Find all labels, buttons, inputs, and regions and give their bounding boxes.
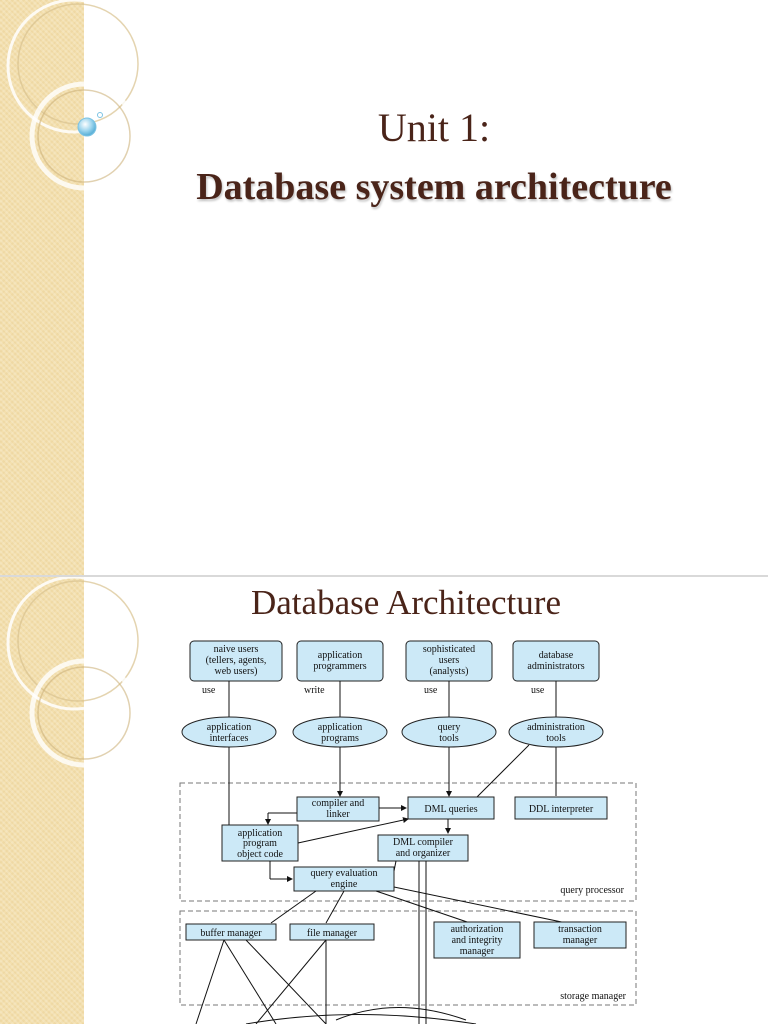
auth-manager-line1: authorization bbox=[451, 924, 504, 935]
user-programmers-line1: application bbox=[318, 650, 362, 661]
tool-admin-tools-line1: administration bbox=[527, 722, 585, 733]
compiler-linker-line1: compiler and bbox=[312, 798, 364, 809]
object-code-line2: program bbox=[243, 838, 277, 849]
auth-manager-line2: and integrity bbox=[452, 935, 503, 946]
user-naive-line2: (tellers, agents, bbox=[206, 655, 267, 666]
user-dba-line2: administrators bbox=[527, 661, 584, 672]
ddl-interpreter-text: DDL interpreter bbox=[529, 804, 594, 815]
user-naive-line3: web users) bbox=[214, 666, 257, 677]
eval-engine-line2: engine bbox=[331, 879, 358, 890]
tool-query-tools-line2: tools bbox=[439, 733, 459, 744]
tool-admin-tools: administration tools bbox=[508, 716, 604, 748]
tool-app-interfaces: application interfaces bbox=[181, 716, 277, 748]
eval-engine-line1: query evaluation bbox=[311, 868, 378, 879]
eval-engine-box: query evaluation engine bbox=[293, 866, 395, 892]
user-sophisticated-line2: users bbox=[439, 655, 460, 666]
slide-title: Database system architecture bbox=[196, 166, 672, 208]
user-naive-box: naive users (tellers, agents, web users) bbox=[189, 640, 283, 682]
file-manager-box: file manager bbox=[289, 923, 375, 941]
verb-sophisticated: use bbox=[424, 685, 438, 696]
tool-app-programs-line1: application bbox=[318, 722, 362, 733]
compiler-linker-box: compiler and linker bbox=[296, 796, 380, 822]
verb-programmers: write bbox=[304, 685, 325, 696]
user-dba-line1: database bbox=[539, 650, 574, 661]
verb-naive: use bbox=[202, 685, 216, 696]
verb-dba: use bbox=[531, 685, 545, 696]
blue-orb-icon bbox=[77, 112, 103, 137]
dml-queries-text: DML queries bbox=[424, 804, 477, 815]
storage-manager-label: storage manager bbox=[560, 991, 626, 1002]
user-sophisticated-line1: sophisticated bbox=[423, 644, 475, 655]
user-sophisticated-line3: (analysts) bbox=[430, 666, 469, 677]
file-manager-text: file manager bbox=[307, 928, 358, 939]
decorative-circles-icon bbox=[6, 577, 140, 768]
dml-queries-box: DML queries bbox=[407, 796, 495, 820]
auth-manager-line3: manager bbox=[460, 946, 495, 957]
user-sophisticated-box: sophisticated users (analysts) bbox=[405, 640, 493, 682]
object-code-line3: object code bbox=[237, 849, 283, 860]
dml-compiler-line2: and organizer bbox=[396, 848, 451, 859]
user-programmers-box: application programmers bbox=[296, 640, 384, 682]
architecture-diagram: naive users (tellers, agents, web users)… bbox=[179, 640, 637, 1024]
storage-manager-region bbox=[179, 910, 637, 1006]
user-programmers-line2: programmers bbox=[313, 661, 366, 672]
ddl-interpreter-box: DDL interpreter bbox=[514, 796, 608, 820]
architecture-title: Database Architecture bbox=[251, 583, 561, 622]
dml-compiler-box: DML compiler and organizer bbox=[377, 834, 469, 862]
query-processor-label: query processor bbox=[560, 885, 624, 896]
object-code-box: application program object code bbox=[221, 824, 299, 862]
compiler-linker-line2: linker bbox=[326, 809, 350, 820]
auth-manager-box: authorization and integrity manager bbox=[433, 921, 521, 959]
unit-title: Unit 1: bbox=[377, 105, 491, 150]
transaction-manager-box: transaction manager bbox=[533, 921, 627, 949]
user-naive-line1: naive users bbox=[214, 644, 259, 655]
buffer-manager-box: buffer manager bbox=[185, 923, 277, 941]
tool-query-tools-line1: query bbox=[438, 722, 461, 733]
transaction-manager-line2: manager bbox=[563, 935, 598, 946]
tool-admin-tools-line2: tools bbox=[546, 733, 566, 744]
title-slide: Unit 1: Database system architecture bbox=[0, 0, 672, 575]
tool-app-programs: application programs bbox=[292, 716, 388, 748]
user-dba-box: database administrators bbox=[512, 640, 600, 682]
decorative-strip bbox=[0, 577, 84, 1024]
tool-app-programs-line2: programs bbox=[321, 733, 359, 744]
query-processor-region bbox=[179, 782, 637, 902]
tool-query-tools: query tools bbox=[401, 716, 497, 748]
buffer-manager-text: buffer manager bbox=[200, 928, 262, 939]
architecture-slide: Database Architecture naive users (telle… bbox=[0, 577, 768, 1024]
tool-app-interfaces-line1: application bbox=[207, 722, 251, 733]
slide-divider bbox=[0, 575, 768, 577]
tool-app-interfaces-line2: interfaces bbox=[210, 733, 249, 744]
dml-compiler-line1: DML compiler bbox=[393, 837, 454, 848]
object-code-line1: application bbox=[238, 828, 282, 839]
transaction-manager-line1: transaction bbox=[558, 924, 602, 935]
